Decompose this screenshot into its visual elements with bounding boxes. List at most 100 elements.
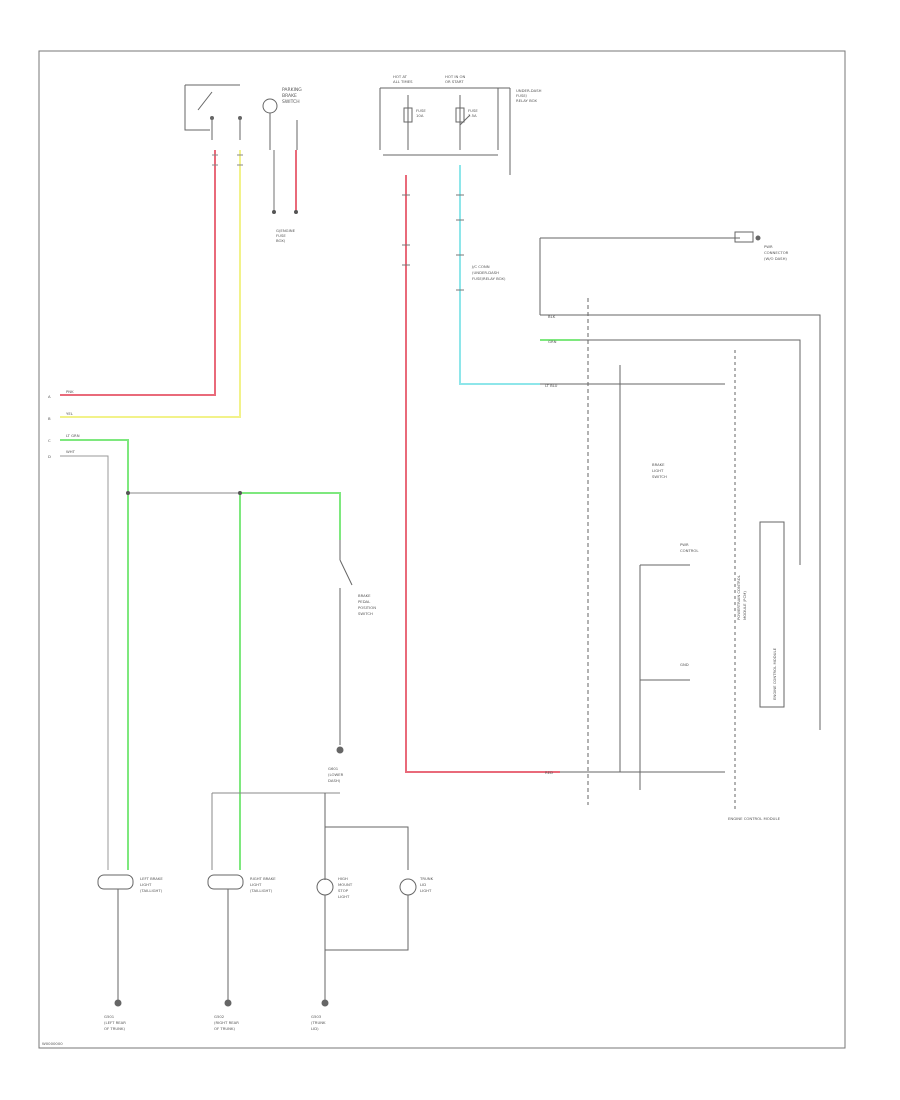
svg-text:STOP: STOP xyxy=(338,888,349,893)
svg-text:LEFT BRAKE: LEFT BRAKE xyxy=(140,876,163,881)
svg-text:MODULE (PCM): MODULE (PCM) xyxy=(742,591,747,620)
parking-brake-switch xyxy=(184,84,242,140)
module-blocks: BRAKE LIGHT SWITCH PWR CONTROL GND xyxy=(652,462,699,667)
module-inner-label: ENGINE CONTROL MODULE xyxy=(772,647,777,700)
svg-text:HOT IN ON: HOT IN ON xyxy=(445,74,466,79)
svg-text:HOT AT: HOT AT xyxy=(393,74,408,79)
svg-text:(LOWER: (LOWER xyxy=(328,772,344,777)
svg-text:G601: G601 xyxy=(328,766,339,771)
left-brake-light xyxy=(97,874,134,1007)
wire-yellow-top xyxy=(60,150,241,418)
svg-text:PNK: PNK xyxy=(66,389,74,394)
top-right-connector xyxy=(539,231,761,315)
svg-text:SWITCH: SWITCH xyxy=(282,99,300,105)
svg-text:(RIGHT REAR: (RIGHT REAR xyxy=(214,1020,239,1025)
svg-text:BRAKE: BRAKE xyxy=(358,593,371,598)
fuse-box xyxy=(379,87,511,175)
wire-green-left xyxy=(60,439,129,870)
svg-text:LT BLU: LT BLU xyxy=(545,383,558,388)
svg-text:LIGHT: LIGHT xyxy=(420,888,432,893)
svg-text:YEL: YEL xyxy=(66,411,74,416)
svg-text:POSITION: POSITION xyxy=(358,605,376,610)
right-brake-light xyxy=(207,874,244,1007)
svg-text:(TAILLIGHT): (TAILLIGHT) xyxy=(140,888,163,893)
center-ground-label: G601 (LOWER DASH) xyxy=(328,766,344,783)
svg-text:B: B xyxy=(48,416,51,421)
svg-text:D: D xyxy=(48,454,51,459)
svg-text:LIGHT: LIGHT xyxy=(140,882,152,887)
red-wire-label: RED xyxy=(545,770,553,775)
svg-text:BRAKE: BRAKE xyxy=(282,93,297,99)
svg-text:SWITCH: SWITCH xyxy=(358,611,373,616)
svg-text:CONTROL: CONTROL xyxy=(680,548,699,553)
svg-text:WHT: WHT xyxy=(66,449,76,454)
svg-text:MOUNT: MOUNT xyxy=(338,882,353,887)
svg-text:FUSE/RELAY BOX): FUSE/RELAY BOX) xyxy=(472,276,506,281)
svg-text:PARKING: PARKING xyxy=(282,87,302,93)
module-wiring xyxy=(540,298,821,805)
fuse-box-labels: HOT AT ALL TIMES HOT IN ON OR START UNDE… xyxy=(393,74,542,118)
svg-text:(TRUNK: (TRUNK xyxy=(311,1020,326,1025)
svg-text:(LEFT REAR: (LEFT REAR xyxy=(104,1020,126,1025)
trunk-lid-light xyxy=(399,878,417,896)
svg-text:RELAY BOX: RELAY BOX xyxy=(516,98,537,103)
brake-pedal-switch xyxy=(336,540,353,754)
mid-wire-labels: BLK GRN LT BLU xyxy=(545,314,558,388)
svg-text:J/C CONN: J/C CONN xyxy=(471,264,490,269)
svg-text:G502: G502 xyxy=(214,1014,225,1019)
svg-text:ALL TIMES: ALL TIMES xyxy=(393,79,413,84)
svg-text:PWR: PWR xyxy=(764,244,773,249)
wire-connector-ticks xyxy=(212,154,243,166)
svg-text:A: A xyxy=(48,394,51,399)
svg-text:GRN: GRN xyxy=(548,339,557,344)
svg-text:GND: GND xyxy=(680,662,689,667)
red-wire-ticks xyxy=(402,194,410,266)
diagram-id: W0000000 xyxy=(42,1041,63,1046)
svg-text:POWERTRAIN CONTROL: POWERTRAIN CONTROL xyxy=(736,574,741,620)
svg-text:OR START: OR START xyxy=(445,79,464,84)
wire-white-left xyxy=(60,455,109,870)
top-switch-label: PARKING BRAKE SWITCH xyxy=(282,87,302,105)
svg-text:LIGHT: LIGHT xyxy=(338,894,350,899)
svg-text:OF TRUNK): OF TRUNK) xyxy=(214,1026,235,1031)
svg-text:LID): LID) xyxy=(311,1026,319,1031)
powertrain-module xyxy=(734,350,785,810)
svg-text:FUSE: FUSE xyxy=(468,108,478,113)
svg-text:7.5A: 7.5A xyxy=(468,113,477,118)
center-switch-label: BRAKE PEDAL POSITION SWITCH xyxy=(358,593,376,616)
cyan-wire-ticks xyxy=(456,194,464,291)
svg-text:UNDER-DASH: UNDER-DASH xyxy=(516,88,542,93)
svg-text:PWR: PWR xyxy=(680,542,689,547)
svg-text:TRUNK: TRUNK xyxy=(419,876,434,881)
top-ground-label: G(ENGINE FUSE BOX) xyxy=(276,228,296,243)
high-mount-stop-light xyxy=(316,878,334,1007)
svg-text:G501: G501 xyxy=(104,1014,115,1019)
svg-text:CONNECTOR: CONNECTOR xyxy=(764,250,789,255)
top-right-conn-label: PWR CONNECTOR (W/O DASH) xyxy=(764,244,789,261)
svg-text:10A: 10A xyxy=(416,113,424,118)
svg-text:OF TRUNK): OF TRUNK) xyxy=(104,1026,125,1031)
svg-text:(TAILLIGHT): (TAILLIGHT) xyxy=(250,888,273,893)
svg-text:FUSE: FUSE xyxy=(276,233,286,238)
svg-text:DASH): DASH) xyxy=(328,778,341,783)
wire-cyan xyxy=(459,165,540,385)
svg-text:BRAKE: BRAKE xyxy=(652,462,665,467)
svg-text:LT GRN: LT GRN xyxy=(66,433,80,438)
module-caption: ENGINE CONTROL MODULE xyxy=(728,816,781,821)
svg-text:G(ENGINE: G(ENGINE xyxy=(276,228,296,233)
module-side-label: POWERTRAIN CONTROL MODULE (PCM) xyxy=(736,574,747,620)
diagram-frame xyxy=(38,50,846,1049)
joint-conn-label: J/C CONN (UNDER-DASH FUSE/RELAY BOX) xyxy=(471,264,506,281)
svg-text:LIGHT: LIGHT xyxy=(652,468,664,473)
bottom-ground-labels: G501 (LEFT REAR OF TRUNK) G502 (RIGHT RE… xyxy=(104,1014,326,1031)
svg-text:RIGHT BRAKE: RIGHT BRAKE xyxy=(250,876,276,881)
wire-red-main xyxy=(405,175,560,773)
svg-text:(W/O DASH): (W/O DASH) xyxy=(764,256,787,261)
svg-text:FUSE: FUSE xyxy=(416,108,426,113)
top-bulb-icon xyxy=(262,98,298,150)
wire-green-bus xyxy=(240,492,341,540)
left-pin-labels: A B C D PNK YEL LT GRN WHT xyxy=(48,389,80,459)
svg-text:SWITCH: SWITCH xyxy=(652,474,667,479)
